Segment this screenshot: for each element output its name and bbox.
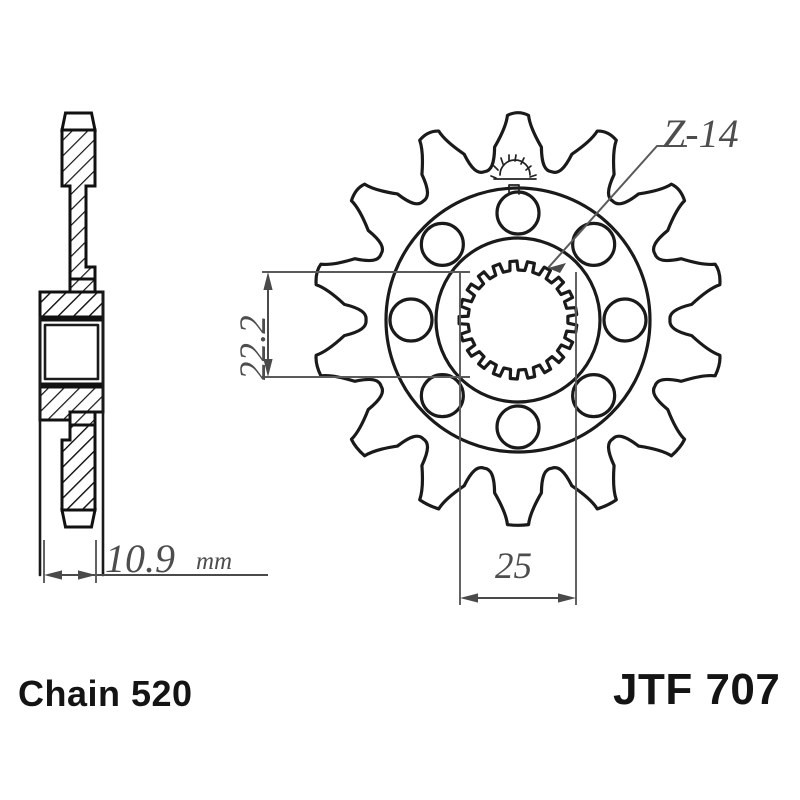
- chain-spec-label: Chain 520: [18, 673, 193, 714]
- side-tooth-body-top: [60, 128, 97, 281]
- lightening-hole: [419, 221, 465, 267]
- spline-width-dimension: [459, 272, 577, 605]
- lightening-hole: [602, 297, 648, 343]
- lightening-hole: [495, 404, 541, 450]
- side-tooth-tip-bottom: [60, 508, 97, 529]
- thickness-unit-label: mm: [196, 548, 233, 575]
- thickness-label: 10.9: [105, 536, 175, 581]
- bore-dimension-label: 22.2: [233, 315, 274, 380]
- spline-arrow-right: [558, 593, 576, 603]
- thickness-arrow-left: [44, 570, 62, 580]
- spline-width-label: 25: [495, 546, 532, 587]
- side-section-view: [38, 111, 105, 577]
- spline-bore-profile: [457, 259, 579, 381]
- side-tooth-body-bottom: [60, 410, 97, 512]
- side-hub-flange-top: [38, 290, 105, 319]
- lightening-hole: [419, 373, 465, 419]
- sprocket-body-inner-circle: [434, 236, 602, 404]
- side-tooth-tip-top: [60, 111, 97, 132]
- z14-leader-line: [547, 145, 687, 269]
- side-bore-cavity-inner: [43, 323, 100, 381]
- part-code-label: JTF 707: [613, 665, 781, 714]
- bore-arrow-top: [263, 272, 273, 290]
- thickness-dimension: [43, 540, 268, 583]
- sprocket-body-outer-circle: [384, 186, 652, 454]
- teeth-callout-leader: [547, 145, 687, 273]
- lightening-holes-group: [388, 190, 648, 450]
- lightening-hole: [571, 373, 617, 419]
- front-view: [314, 111, 722, 527]
- sprocket-tooth-profile: [314, 111, 722, 527]
- teeth-callout-label: Z-14: [663, 111, 739, 156]
- spline-arrow-left: [460, 593, 478, 603]
- bore-dimension: [262, 271, 470, 378]
- lightening-hole: [571, 221, 617, 267]
- z14-leader-arrow: [548, 263, 566, 273]
- sunburst-icon: [490, 154, 537, 195]
- side-bore-cavity-outer: [38, 318, 105, 386]
- lightening-hole: [388, 297, 434, 343]
- thickness-arrow-right: [78, 570, 96, 580]
- bore-arrow-bottom: [263, 359, 273, 377]
- lightening-hole: [495, 190, 541, 236]
